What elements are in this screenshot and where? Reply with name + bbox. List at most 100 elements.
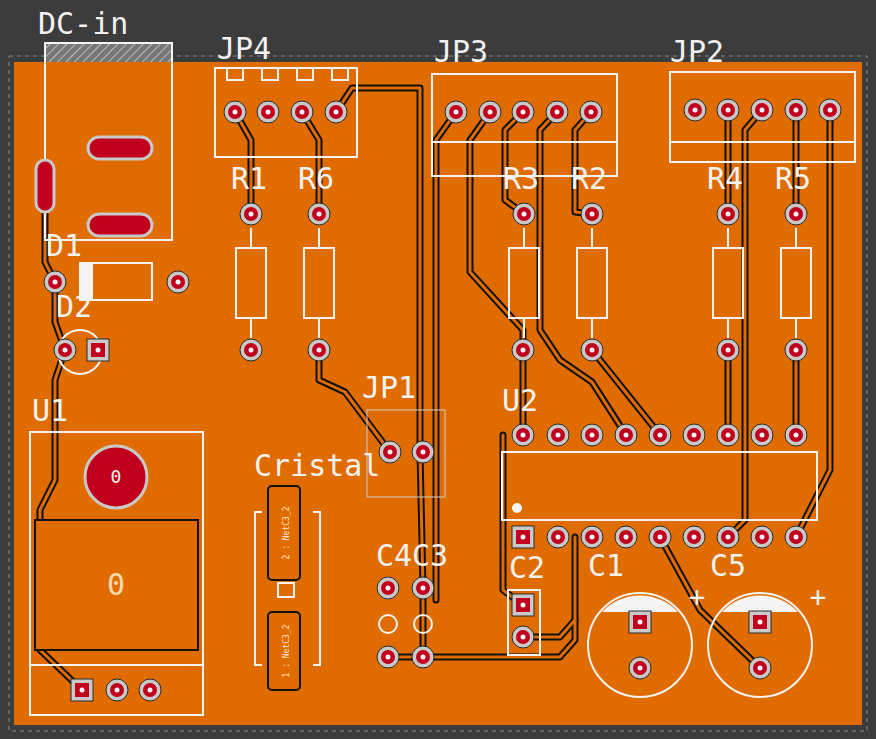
pad	[649, 424, 671, 446]
pad	[785, 203, 807, 225]
label-slot: U1	[32, 396, 68, 426]
pads	[44, 99, 841, 701]
label-slot: Cristal	[254, 451, 380, 481]
pad	[308, 339, 330, 361]
board	[14, 62, 862, 725]
pad	[751, 99, 773, 121]
resistor-leads	[251, 228, 796, 338]
pad	[581, 526, 603, 548]
pad	[785, 99, 807, 121]
label-slot: DC-in	[38, 9, 128, 39]
label-slot: JP4	[217, 34, 271, 64]
pad	[581, 339, 603, 361]
part-designator: JP3	[434, 34, 488, 69]
header-outline	[432, 74, 617, 176]
pad	[717, 339, 739, 361]
resistor-symbol	[577, 248, 607, 318]
pad	[512, 424, 534, 446]
pad	[479, 101, 501, 123]
label-slot: 0	[107, 570, 125, 600]
label-slot: R5	[775, 164, 811, 194]
pad	[513, 203, 535, 225]
header-outline	[215, 68, 357, 157]
pad	[139, 679, 161, 701]
pad	[546, 101, 568, 123]
pad	[291, 101, 313, 123]
label-slot: C1	[588, 551, 624, 581]
part-designator: C3	[412, 538, 448, 573]
label-slot: 0	[111, 468, 122, 486]
resistor-symbol	[509, 248, 539, 318]
pad	[785, 526, 807, 548]
header-line	[670, 141, 855, 143]
label-slot: C2	[509, 553, 545, 583]
pad	[629, 611, 651, 633]
header-key	[332, 68, 348, 80]
pad	[240, 339, 262, 361]
pad	[325, 101, 347, 123]
resistor-symbol	[713, 248, 743, 318]
pad	[377, 646, 399, 668]
pad	[751, 526, 773, 548]
resistor-symbol	[304, 248, 334, 318]
part-designator: C5	[710, 548, 746, 583]
pad	[87, 339, 109, 361]
pad	[377, 577, 399, 599]
crystal-pad	[268, 612, 300, 690]
pad	[749, 657, 771, 679]
label-slot: D2	[56, 292, 92, 322]
label-slot: R2	[571, 164, 607, 194]
label-slot: R1	[231, 164, 267, 194]
pad	[819, 99, 841, 121]
pad	[717, 203, 739, 225]
part-designator: R5	[775, 161, 811, 196]
tab-pad	[35, 520, 198, 650]
capacitor-outline	[588, 593, 692, 697]
pad	[581, 424, 603, 446]
pad	[512, 339, 534, 361]
pad	[240, 203, 262, 225]
part-designator: R6	[298, 161, 334, 196]
pad	[684, 99, 706, 121]
part-designator: +	[810, 581, 827, 614]
capacitor-outline	[708, 593, 812, 697]
header-key	[297, 68, 313, 80]
board-keepout	[9, 56, 867, 731]
part-designator: DC-in	[38, 6, 128, 41]
part-designator: JP1	[362, 370, 416, 405]
label-slot: R4	[707, 164, 743, 194]
ic-outline	[502, 452, 817, 520]
pad	[581, 203, 603, 225]
part-designator: R1	[231, 161, 267, 196]
tab-hole-pad	[85, 446, 147, 508]
pad	[412, 577, 434, 599]
pad-net-label: 2 : NetC3_2	[282, 507, 291, 560]
dc-jack-outline	[45, 43, 172, 240]
pad	[615, 424, 637, 446]
pad	[167, 271, 189, 293]
jack-pad	[88, 137, 152, 159]
pad	[717, 424, 739, 446]
pad	[71, 679, 93, 701]
pad	[308, 203, 330, 225]
part-designator: D1	[46, 228, 82, 263]
dc-jack-hatch	[46, 44, 171, 62]
label-slot: JP3	[434, 37, 488, 67]
pad	[683, 424, 705, 446]
capacitor-polarity	[722, 595, 798, 612]
label-slot: +	[810, 584, 827, 612]
part-designator: D2	[56, 289, 92, 324]
pad	[629, 657, 651, 679]
label-slot: D1	[46, 231, 82, 261]
part-designator: +	[689, 581, 706, 614]
pad-net-label: 1 : NetC3_2	[282, 625, 291, 678]
pad	[512, 626, 534, 648]
part-designator: 0	[111, 466, 122, 487]
pad	[412, 441, 434, 463]
pad	[412, 646, 434, 668]
pad	[257, 101, 279, 123]
part-designator: C4	[376, 538, 412, 573]
header-line	[432, 141, 617, 143]
header-key	[262, 68, 278, 80]
